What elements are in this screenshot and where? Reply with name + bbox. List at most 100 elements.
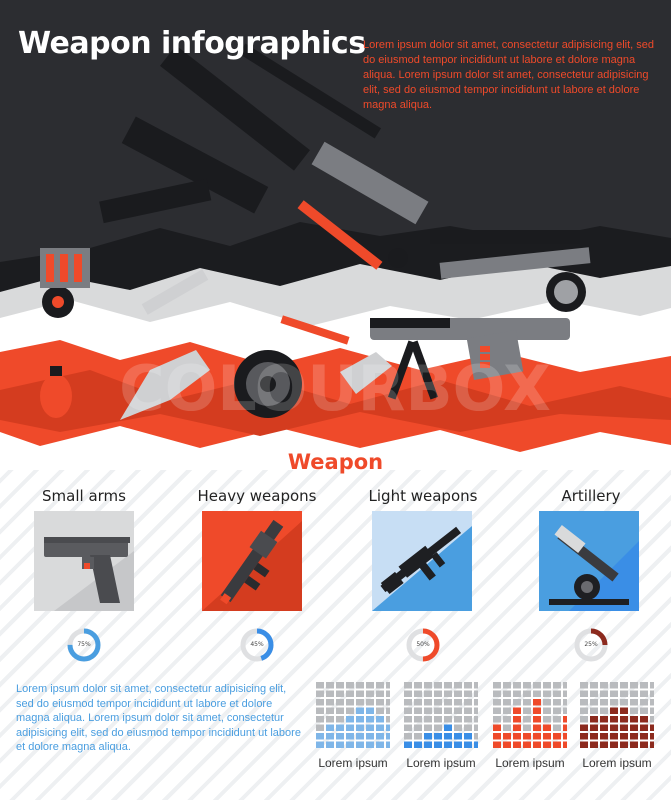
grid-cell-empty [630,682,638,689]
grid-cell-empty [326,716,334,723]
grid-cell-filled [620,724,628,731]
grid-cell-filled [553,741,561,748]
grid-cell-empty [580,716,588,723]
grid-cell-filled [640,733,648,740]
donut-chart-small-arms: 75% [66,627,102,663]
grid-cell-filled [336,733,344,740]
grid-cell-empty [493,707,501,714]
grid-cell-empty [444,707,452,714]
bar-grid-2: Lorem ipsum [404,682,478,770]
grid-cell-filled [366,707,374,714]
grid-cell-filled [356,741,364,748]
grid-cell-empty [434,707,442,714]
grid-cell-empty [543,682,551,689]
grid-cell-empty [620,690,628,697]
grid-cell-empty [580,690,588,697]
grid-cell-filled [543,724,551,731]
grid-cell-filled [326,733,334,740]
donut-percent: 45% [250,641,264,648]
grid-cell-filled [610,733,618,740]
grid-cell-filled [533,699,541,706]
grid-cell-filled [434,733,442,740]
grid-cell-empty [553,707,561,714]
grid-cell-filled [454,733,462,740]
grid-cell-empty [493,682,501,689]
grid-cell-filled [454,741,462,748]
grid-label: Lorem ipsum [318,756,388,770]
grid-cell-filled [533,733,541,740]
grid-cell-empty [386,707,390,714]
body-text: Lorem ipsum dolor sit amet, consectetur … [16,683,301,754]
grid-cell-empty [434,724,442,731]
grid-cell-empty [650,707,654,714]
grid-cell-filled [533,716,541,723]
grid-cell-empty [513,699,521,706]
grid-cell-empty [630,699,638,706]
grid-cell-empty [553,724,561,731]
grid-cell-filled [464,733,472,740]
grid-cell-empty [464,690,472,697]
grid-cell-empty [404,682,412,689]
grid-cell-empty [414,690,422,697]
grid-cell-filled [610,724,618,731]
grid-cell-filled [326,741,334,748]
grid-cell-empty [503,716,511,723]
grid-cell-empty [444,699,452,706]
grid-cell-filled [424,733,432,740]
grid-cell-empty [493,716,501,723]
grid-cell-empty [650,682,654,689]
grid-cell-filled [366,716,374,723]
grid-cell-empty [600,707,608,714]
grid-cell-empty [346,707,354,714]
grid-cell-filled [356,716,364,723]
category-label: Artillery [561,487,621,505]
grid-cell-filled [590,716,598,723]
grid-cell-filled [563,733,567,740]
grid-cell-filled [326,724,334,731]
grid-cell-empty [376,699,384,706]
grid-cell-empty [404,716,412,723]
grid-cell-filled [376,741,384,748]
grid-cell-filled [630,724,638,731]
grid-label: Lorem ipsum [582,756,652,770]
grid-cell-filled [620,707,628,714]
grid-cell-filled [366,733,374,740]
grid-cell-empty [650,716,654,723]
grid-cell-filled [610,716,618,723]
grid-cell-filled [640,741,648,748]
grid-cell-empty [553,716,561,723]
grid-cell-empty [590,699,598,706]
grid-cell-empty [336,699,344,706]
grid-cell-empty [464,682,472,689]
grid-cell-empty [590,682,598,689]
grid-cell-empty [464,707,472,714]
grid-cell-filled [553,733,561,740]
grid-cell-filled [630,741,638,748]
grid-cell-empty [414,707,422,714]
grid-cell-empty [513,682,521,689]
grid-cell-empty [523,699,531,706]
grid-cell-filled [650,741,654,748]
grid-cell-empty [600,690,608,697]
grid-cell-empty [513,690,521,697]
grid-cell-empty [424,682,432,689]
grid-cell-filled [424,741,432,748]
grid-cell-empty [523,707,531,714]
grid-cell-empty [553,682,561,689]
grid-cell-empty [563,682,567,689]
hero-scene: COLOURBOX [0,0,671,452]
grid-cell-empty [503,690,511,697]
grid-cell-filled [533,707,541,714]
grid-cell-filled [513,741,521,748]
grid-cell-filled [366,741,374,748]
grid-cell-filled [444,733,452,740]
bar-grid [493,682,567,748]
grid-cell-empty [434,716,442,723]
grid-cell-filled [316,741,324,748]
grid-cell-filled [543,741,551,748]
grid-cell-empty [414,724,422,731]
grid-cell-empty [620,682,628,689]
grid-cell-empty [523,682,531,689]
grid-cell-filled [513,724,521,731]
grid-cell-empty [444,690,452,697]
